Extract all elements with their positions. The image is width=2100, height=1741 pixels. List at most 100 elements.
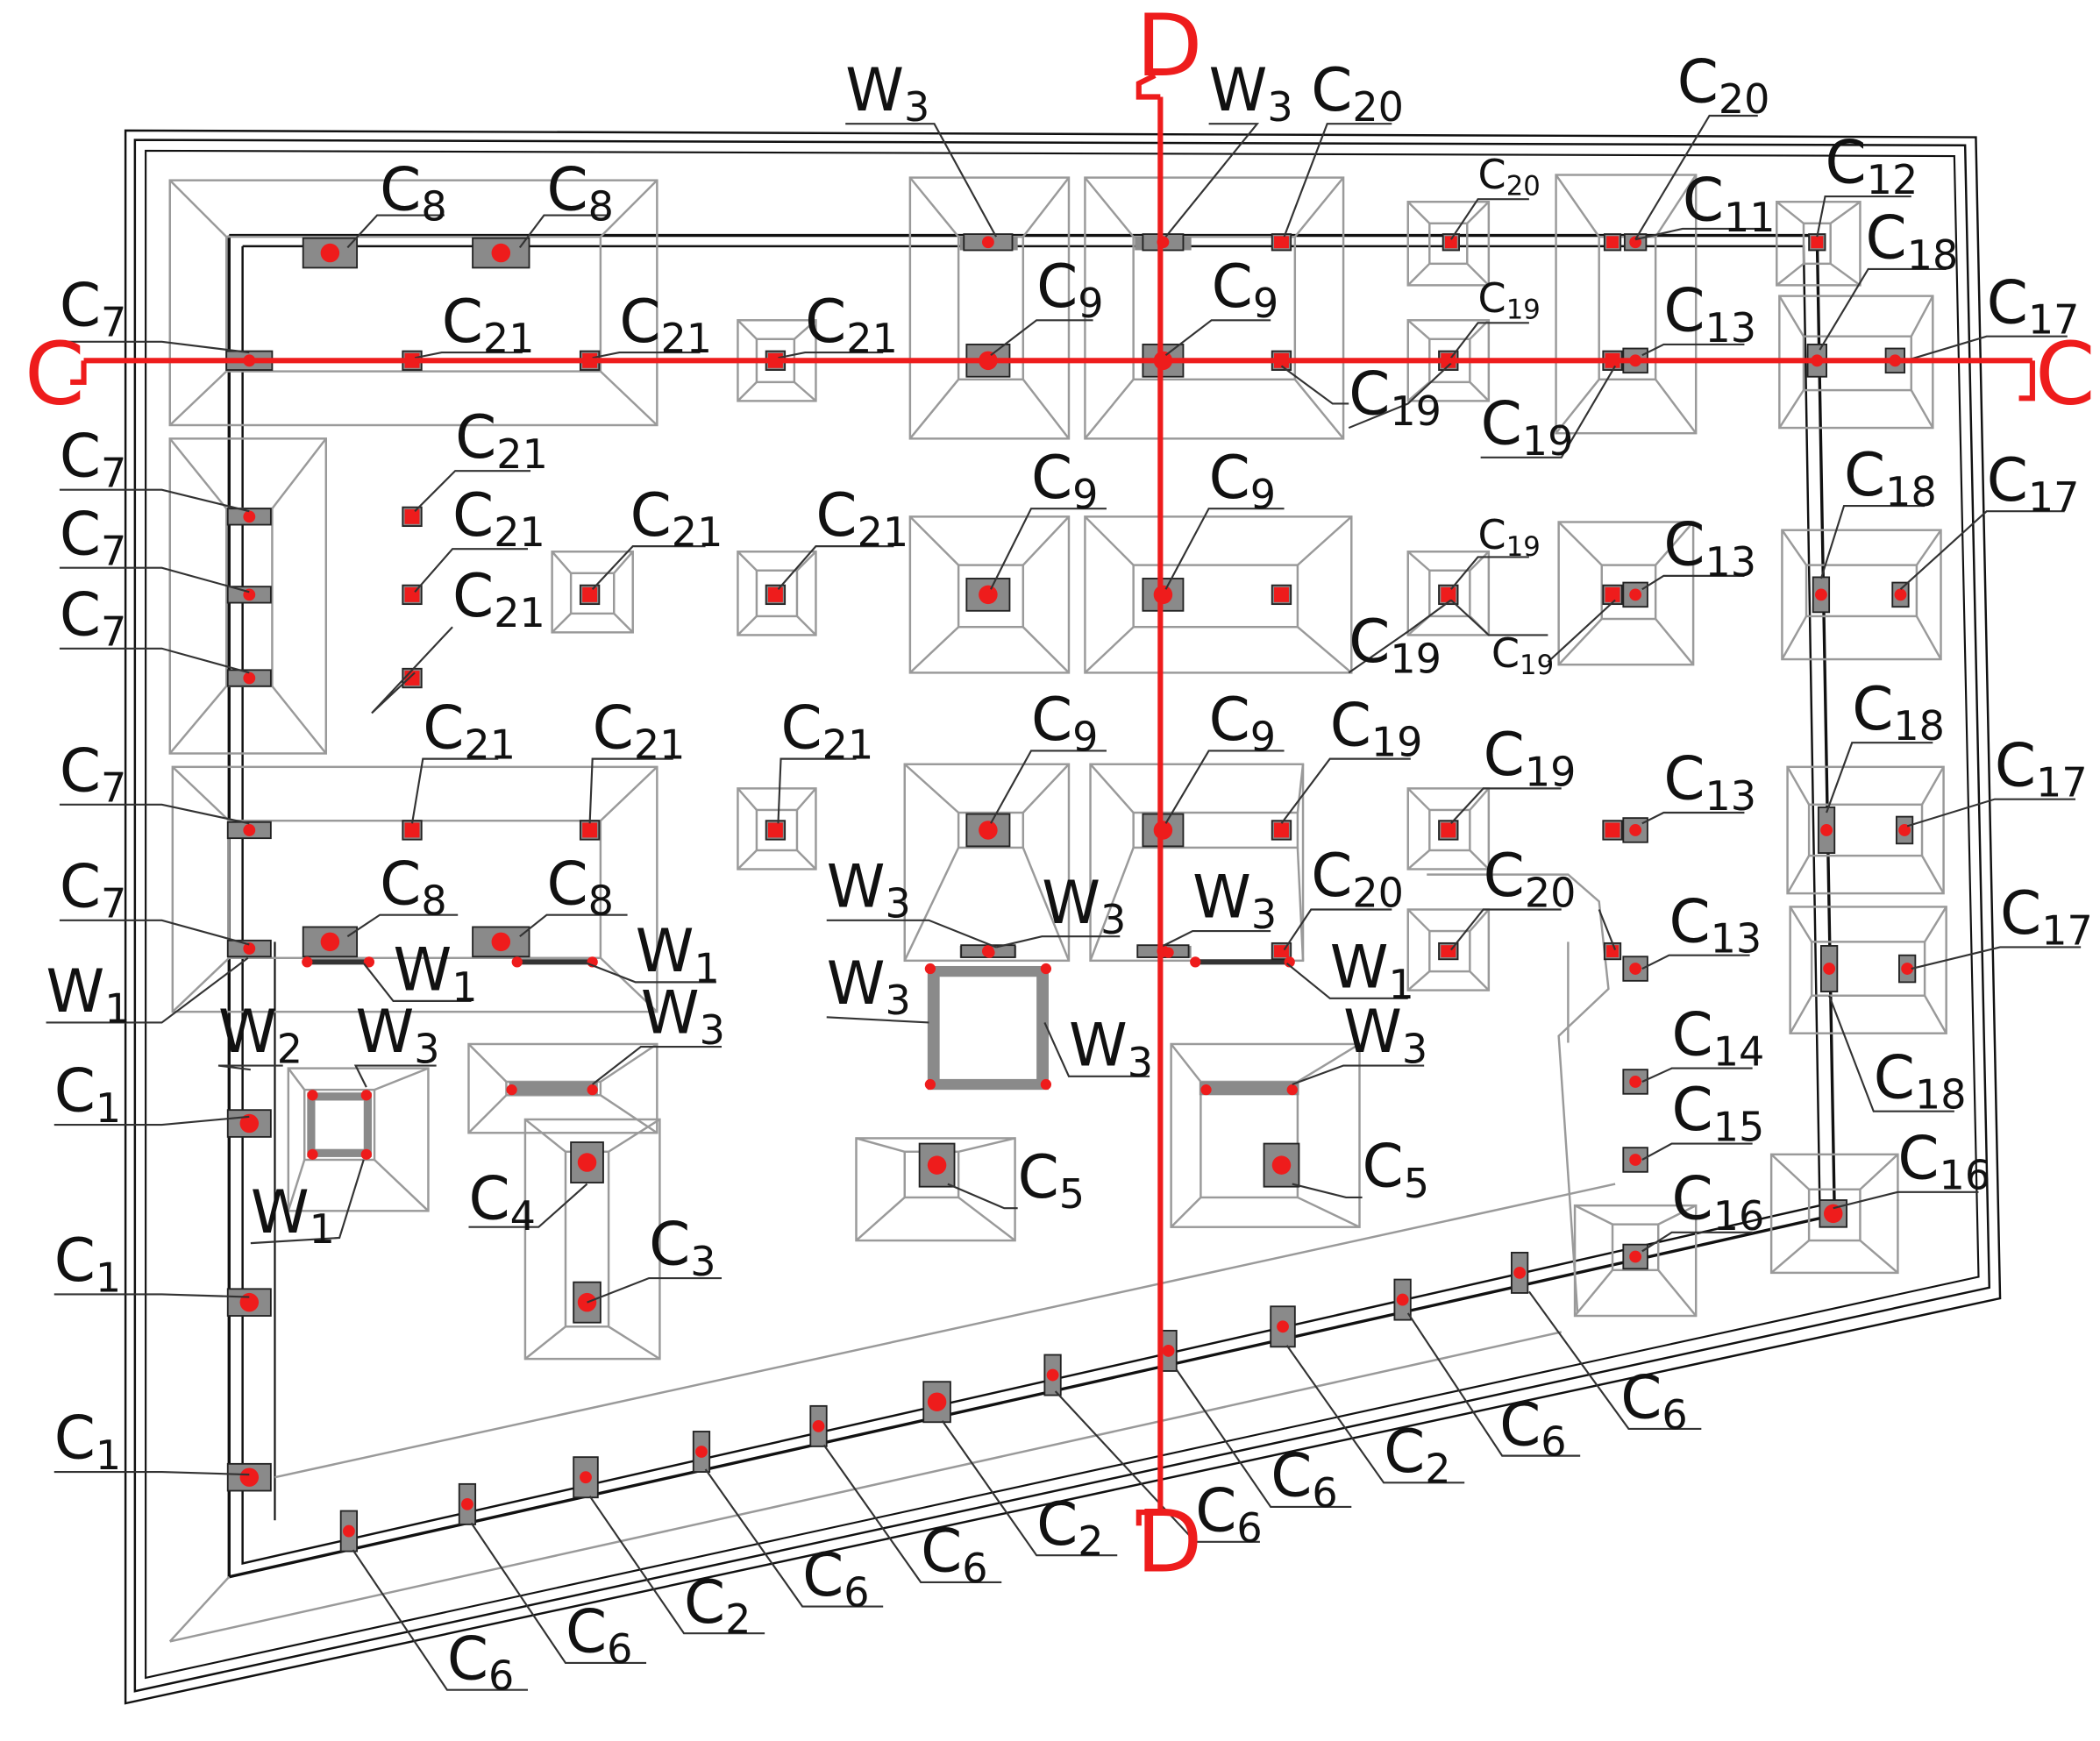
footing (855, 1137, 1016, 1242)
column (1817, 806, 1836, 854)
wall-node (1286, 1084, 1298, 1096)
leader-line (777, 757, 857, 824)
footing (1406, 908, 1491, 991)
label-subscript: 3 (1402, 1025, 1427, 1072)
label-c20-small: C20 (1478, 151, 1541, 203)
label-c6-a: C6 (1620, 1363, 1687, 1439)
label-base: C (60, 735, 101, 805)
wall-node (1040, 1078, 1052, 1091)
column (226, 1288, 272, 1317)
footing (903, 763, 1071, 963)
leader-line (59, 647, 250, 674)
label-subscript: 7 (101, 299, 126, 346)
leader-line (53, 1470, 250, 1476)
label-subscript: 8 (421, 183, 446, 231)
label-c19-small-a: C19 (1478, 274, 1541, 326)
leader-line (53, 1115, 250, 1126)
label-subscript: 3 (1100, 896, 1126, 943)
label-c21-k: C21 (781, 693, 874, 768)
label-base: C (54, 1226, 96, 1295)
label-base: C (468, 1164, 509, 1233)
label-subscript: 19 (1520, 650, 1554, 681)
label-subscript: 13 (1705, 304, 1757, 352)
label-subscript: 6 (1236, 1504, 1262, 1552)
footing (168, 179, 658, 427)
label-c9-a: C9 (1036, 252, 1103, 327)
column (1808, 233, 1826, 252)
label-subscript: 19 (1525, 748, 1577, 795)
label-c7-d: C7 (60, 579, 126, 655)
label-subscript: 6 (844, 1569, 869, 1617)
label-subscript: 8 (588, 878, 614, 925)
footing (1776, 200, 1862, 287)
label-subscript: 21 (661, 315, 713, 362)
leader-line (592, 352, 701, 359)
leader-line (1641, 574, 1745, 591)
label-subscript: 17 (2028, 473, 2080, 521)
column (226, 586, 272, 604)
label-subscript: 13 (1705, 538, 1757, 586)
leader-line (1292, 1183, 1363, 1199)
leader-line (362, 963, 472, 1002)
wall-node (360, 1148, 372, 1160)
label-subscript: 2 (725, 1595, 751, 1643)
column (963, 233, 1014, 252)
column (1895, 815, 1914, 845)
label-c19-small-b: C19 (1478, 511, 1541, 563)
leader-line (1285, 963, 1408, 999)
label-base: C (1271, 1441, 1312, 1510)
label-base: W (1192, 863, 1251, 932)
label-base: C (1363, 1132, 1404, 1201)
label-subscript: 1 (96, 1254, 121, 1301)
leader-line (822, 1444, 1002, 1583)
column (226, 1462, 272, 1492)
column (570, 1141, 604, 1183)
label-subscript: 21 (846, 315, 898, 362)
label-c9-e: C9 (1031, 685, 1098, 760)
leader-line (990, 750, 1107, 824)
column (402, 820, 423, 841)
label-subscript: 7 (101, 528, 126, 575)
footing (1789, 906, 1947, 1034)
label-base: C (781, 693, 822, 762)
leader-line (346, 913, 459, 938)
label-base: C (1866, 203, 1907, 273)
leader-line (59, 803, 250, 825)
column (579, 584, 601, 606)
label-subscript: 1 (452, 963, 477, 1011)
leader-line (217, 1064, 283, 1071)
leader-line (995, 935, 1121, 949)
column (965, 813, 1011, 848)
leader-line (1816, 195, 1911, 238)
leader-line (1598, 909, 1617, 950)
leader-line (1634, 114, 1758, 240)
leader-line (1164, 508, 1285, 590)
label-c1-b: C1 (54, 1226, 121, 1301)
leader-line (1819, 505, 1926, 579)
leader-line (353, 1064, 437, 1088)
label-base: C (60, 851, 101, 920)
label-base: W (827, 851, 886, 920)
label-base: C (60, 270, 101, 339)
label-c21-d: C21 (455, 402, 548, 478)
label-base: C (452, 561, 494, 630)
label-subscript: 21 (822, 721, 874, 769)
label-base: C (60, 579, 101, 649)
label-subscript: 6 (962, 1545, 987, 1592)
leader-line (947, 1183, 1018, 1210)
label-base: C (1031, 443, 1072, 512)
leader-line (1641, 811, 1745, 825)
label-subscript: 1 (310, 1205, 335, 1253)
label-base: C (1484, 720, 1525, 789)
label-base: W (845, 55, 904, 124)
label-w2: W2 (218, 997, 303, 1072)
leader-line (826, 919, 997, 949)
leader-line (1641, 1067, 1753, 1083)
label-base: C (1311, 55, 1352, 124)
leader-line (1280, 365, 1349, 405)
footing (908, 176, 1071, 440)
label-c21-h: C21 (452, 561, 545, 636)
label-base: C (593, 693, 634, 762)
label-subscript: 3 (885, 880, 910, 927)
